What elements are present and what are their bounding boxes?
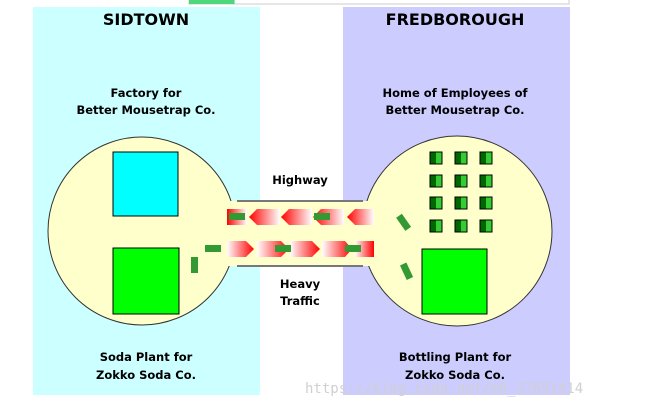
progress-bar [188, 0, 570, 5]
soda-plant-label: Zokko Soda Co. [96, 368, 196, 382]
bottling-plant-label: Bottling Plant for [399, 350, 512, 364]
house-icon [479, 174, 493, 188]
fredborough-title: FREDBOROUGH [386, 10, 525, 29]
factory-building [112, 151, 179, 217]
house-icon [479, 219, 493, 233]
highway-label: Highway [272, 173, 328, 187]
houses [429, 151, 493, 233]
sidtown-title: SIDTOWN [103, 10, 189, 29]
homes-label: Better Mousetrap Co. [385, 103, 524, 117]
house-icon [454, 196, 468, 210]
homes-label: Home of Employees of [383, 86, 529, 100]
house-icon [479, 196, 493, 210]
house-icon [454, 174, 468, 188]
house-icon [429, 196, 443, 210]
soda-plant-building [112, 247, 180, 315]
house-icon [454, 151, 468, 165]
trucks [191, 213, 414, 280]
bottling-plant-label: Zokko Soda Co. [405, 368, 505, 382]
house-icon [479, 151, 493, 165]
house-icon [429, 151, 443, 165]
bottling-plant-building [421, 248, 488, 315]
factory-label: Better Mousetrap Co. [76, 103, 215, 117]
factory-label: Factory for [111, 86, 182, 100]
house-icon [454, 219, 468, 233]
heavy-traffic-label: Traffic [280, 294, 320, 308]
house-icon [429, 219, 443, 233]
watermark: https://blog.csdn.net/m0_37691414 [305, 381, 583, 397]
heavy-traffic-label: Heavy [280, 277, 321, 291]
soda-plant-label: Soda Plant for [100, 350, 193, 364]
house-icon [429, 174, 443, 188]
